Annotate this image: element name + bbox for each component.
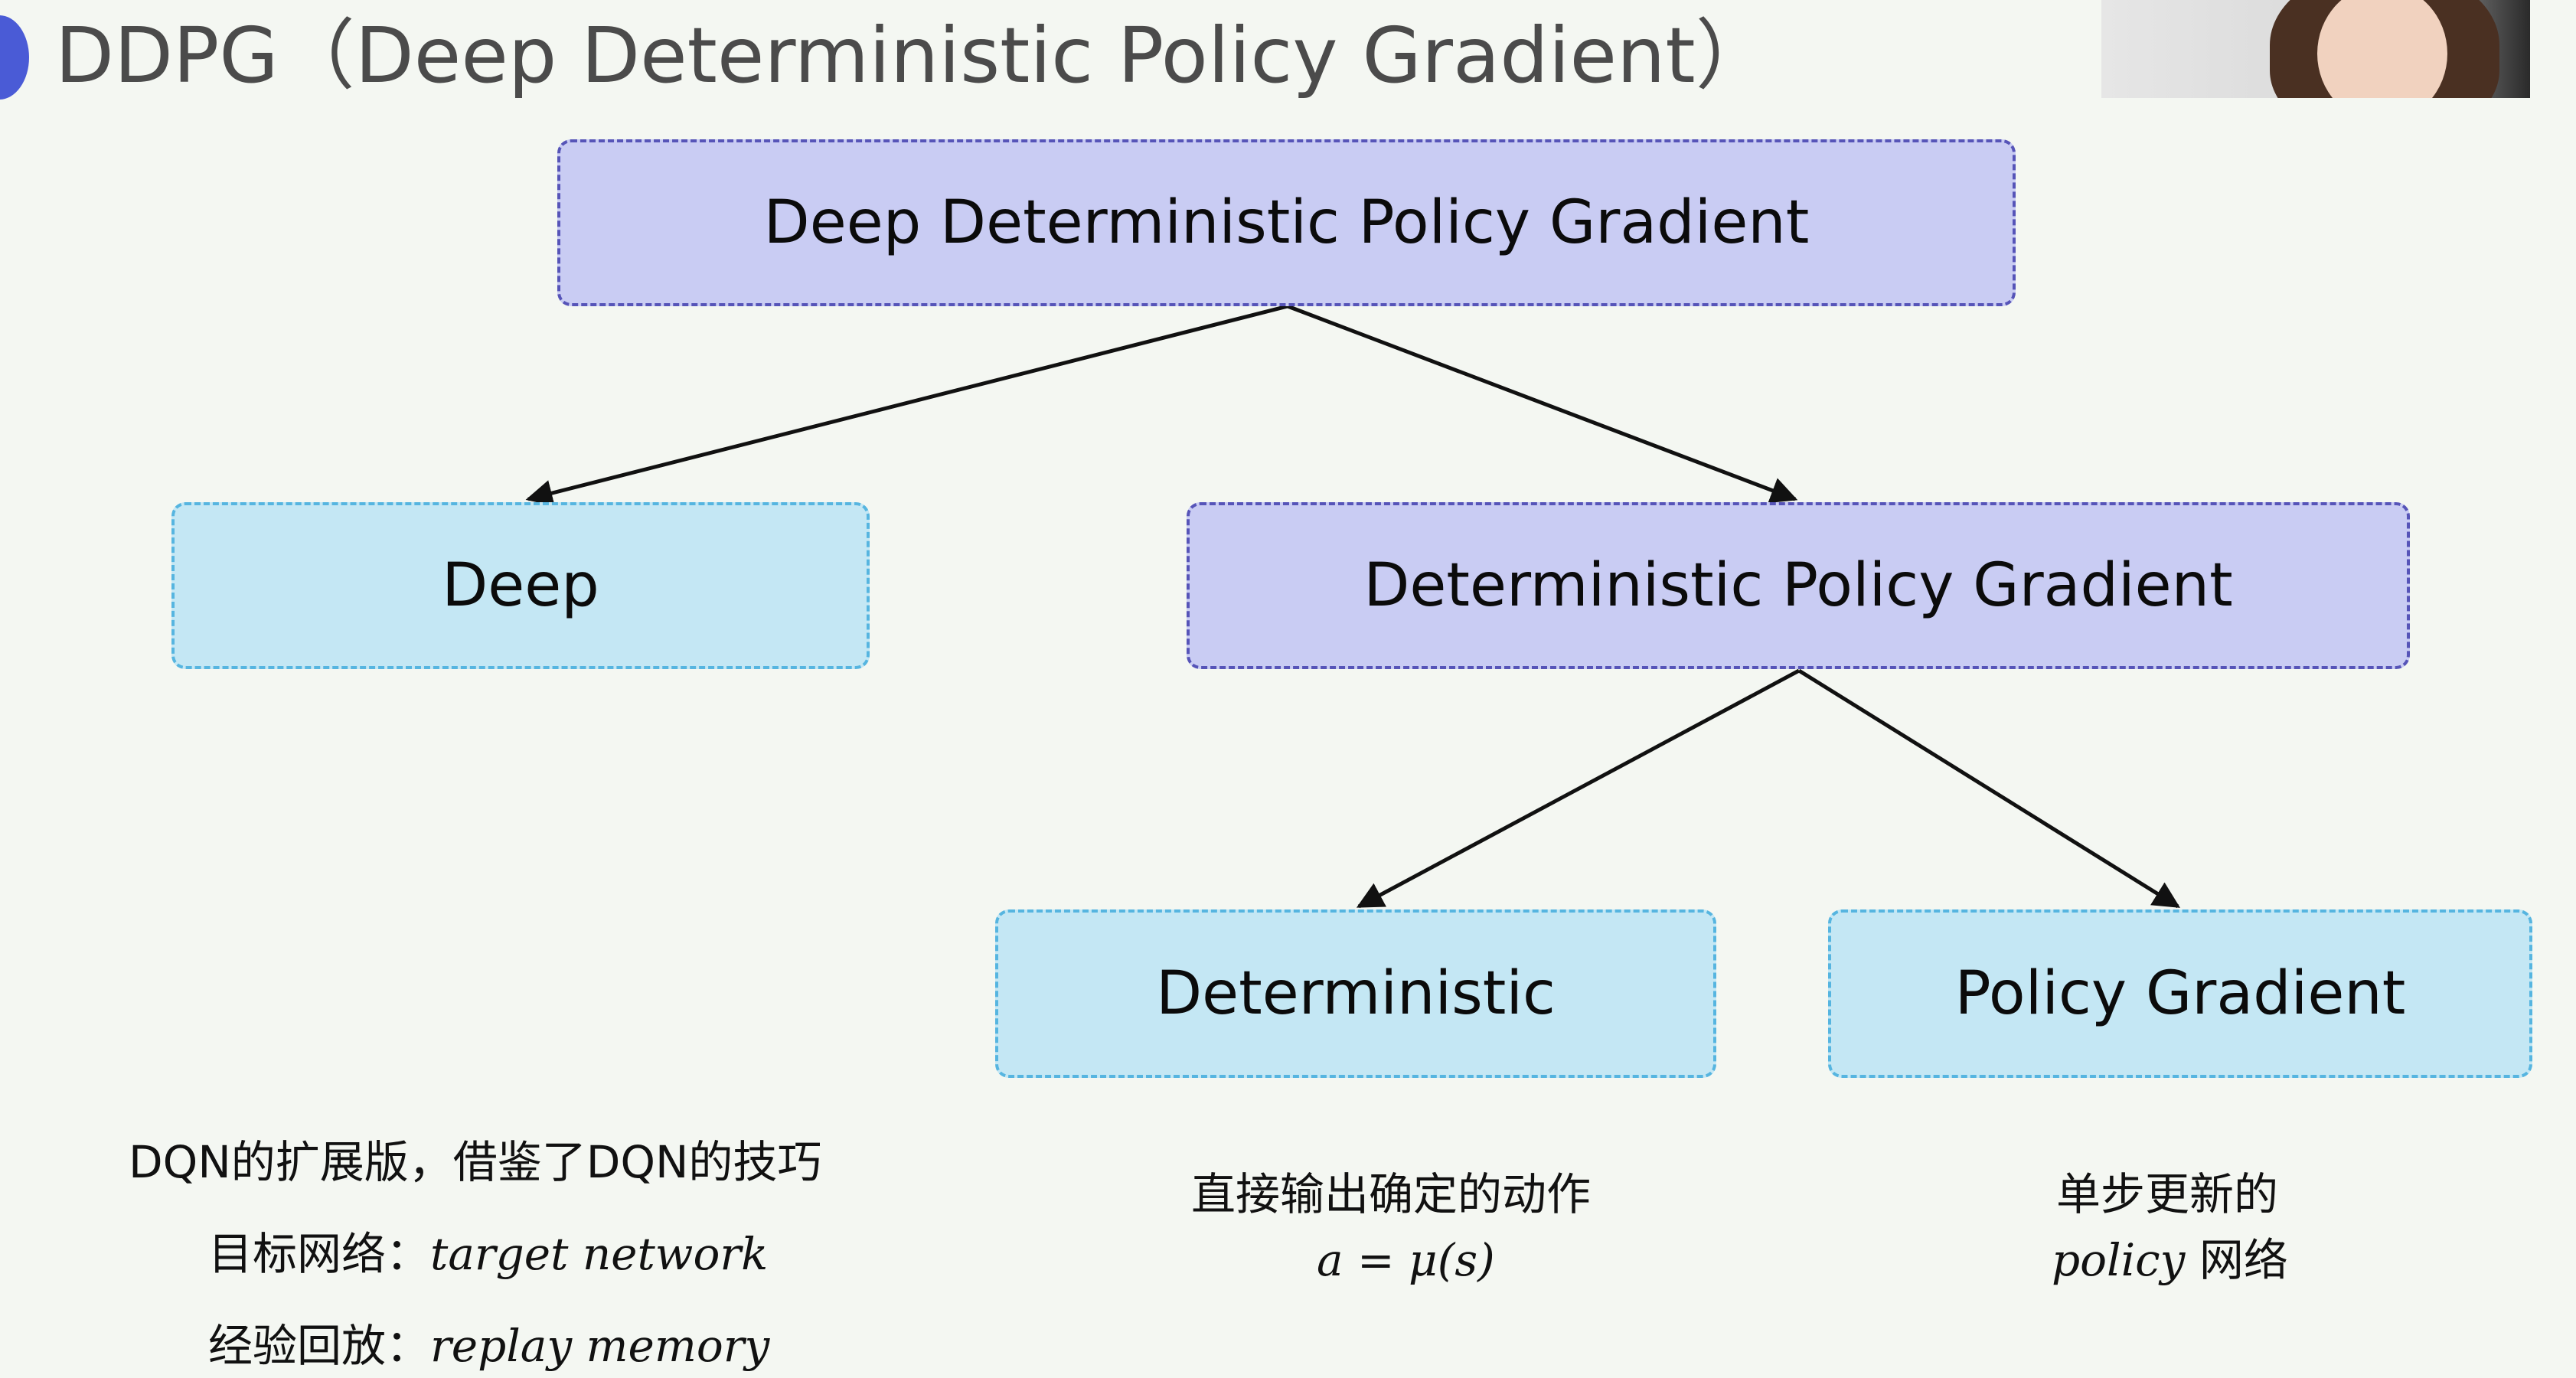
note-deep-target-label: 目标网络： bbox=[208, 1228, 431, 1280]
edge-root-to-deep bbox=[525, 304, 1288, 507]
edge-dpg-to-deterministic bbox=[1356, 668, 1801, 909]
node-deep: Deep bbox=[171, 502, 870, 669]
note-policy-gradient-policy: policy bbox=[2052, 1234, 2186, 1286]
note-deep-replay-label: 经验回放： bbox=[208, 1320, 431, 1372]
note-deep-replay-memory: 经验回放：replay memory bbox=[208, 1314, 769, 1378]
note-policy-gradient-network: 网络 bbox=[2185, 1234, 2288, 1286]
node-deterministic-policy-gradient: Deterministic Policy Gradient bbox=[1187, 502, 2410, 669]
presenter-face bbox=[2317, 0, 2447, 98]
node-root: Deep Deterministic Policy Gradient bbox=[557, 139, 2016, 306]
note-deep-replay-value: replay memory bbox=[430, 1320, 770, 1372]
note-policy-gradient-line1: 单步更新的 bbox=[2056, 1168, 2279, 1220]
note-deep-target-value: target network bbox=[430, 1228, 769, 1280]
note-deterministic-formula: a = μ(s) bbox=[1317, 1234, 1495, 1286]
note-deep-line1: DQN的扩展版，借鉴了DQN的技巧 bbox=[129, 1136, 822, 1188]
node-deterministic: Deterministic bbox=[995, 909, 1716, 1078]
edge-dpg-to-policy-gradient bbox=[1797, 668, 2180, 909]
node-policy-gradient: Policy Gradient bbox=[1828, 909, 2532, 1078]
slide-title: DDPG（Deep Deterministic Policy Gradient） bbox=[55, 11, 1772, 100]
edge-root-to-dpg bbox=[1287, 304, 1798, 504]
webcam-overlay bbox=[2101, 0, 2530, 98]
note-deep-target-network: 目标网络：target network bbox=[208, 1222, 768, 1286]
note-policy-gradient-line2: policy 网络 bbox=[2052, 1228, 2288, 1292]
note-deterministic-line1: 直接输出确定的动作 bbox=[1191, 1168, 1592, 1220]
